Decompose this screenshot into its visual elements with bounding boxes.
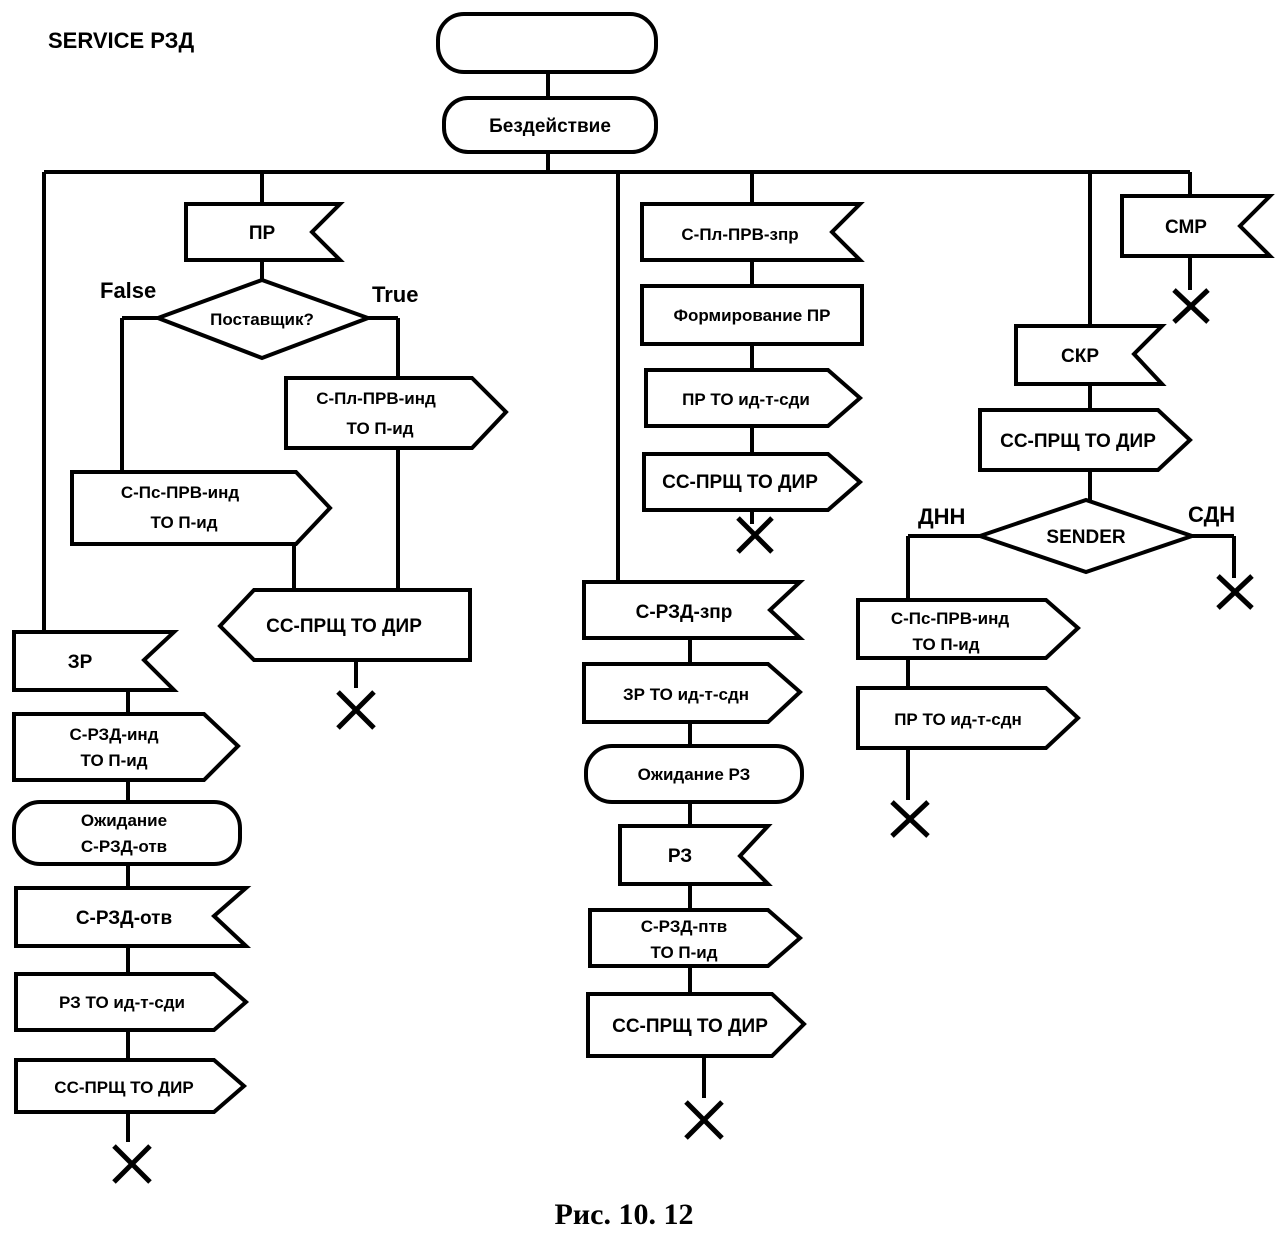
input-signal-c-rzd-zpr: С-РЗД-зпр: [582, 580, 806, 640]
input-signal-smr-label: СМР: [1165, 217, 1207, 238]
output-ss-prsch-dir-right-label: СС-ПРЩ ТО ДИР: [1000, 431, 1156, 452]
output-c-ps-prv-ind-left-line1: С-Пс-ПРВ-инд: [121, 483, 239, 502]
decision-supplier: Поставщик?: [152, 277, 374, 361]
state-wait-rzd-otv-line1: Ожидание: [81, 811, 167, 830]
branch-false-label: False: [100, 278, 156, 303]
output-ss-prsch-dir-c4-label: СС-ПРЩ ТО ДИР: [612, 1016, 768, 1037]
output-signal-c-pl-prv-ind: С-Пл-ПРВ-инд ТО П-ид: [284, 376, 509, 450]
decision-supplier-label: Поставщик?: [210, 310, 314, 329]
output-c-pl-prv-ind-line1: С-Пл-ПРВ-инд: [316, 389, 436, 408]
output-signal-ss-prsch-dir-left: СС-ПРЩ ТО ДИР: [14, 1058, 248, 1114]
task-form-pr: Формирование ПР: [640, 284, 864, 346]
decision-sender-label: SENDER: [1046, 527, 1125, 548]
decision-sender: SENDER: [973, 497, 1199, 575]
stop-dnn: [890, 800, 930, 838]
input-signal-rz: РЗ: [618, 824, 773, 886]
output-ss-prsch-dir-left-label: СС-ПРЩ ТО ДИР: [54, 1078, 193, 1097]
output-c-ps-prv-ind-right-line2: ТО П-ид: [912, 635, 979, 654]
state-wait-rzd-otv-line2: С-РЗД-отв: [81, 837, 167, 856]
idle-state-label: Бездействие: [489, 116, 611, 137]
output-c-rzd-ind-line1: С-РЗД-инд: [70, 725, 159, 744]
input-signal-smr: СМР: [1120, 194, 1275, 258]
input-signal-c-rzd-otv-label: С-РЗД-отв: [76, 908, 172, 929]
output-signal-c-rzd-ptv: С-РЗД-птв ТО П-ид: [588, 908, 804, 968]
output-signal-rz-to-id: РЗ ТО ид-т-сди: [14, 972, 250, 1032]
branch-true-label: True: [372, 282, 418, 307]
output-signal-pr-to-id-t: ПР ТО ид-т-сди: [644, 368, 864, 428]
output-c-rzd-ptv-line1: С-РЗД-птв: [641, 917, 728, 936]
output-rz-to-id-label: РЗ ТО ид-т-сди: [59, 993, 185, 1012]
input-signal-rz-label: РЗ: [668, 846, 692, 867]
start-state: [436, 12, 658, 74]
figure-caption: Рис. 10. 12: [555, 1198, 694, 1231]
input-c-rzd-zpr-label: С-РЗД-зпр: [636, 602, 733, 623]
input-signal-skr: СКР: [1014, 324, 1167, 386]
output-pr-to-id-t-label: ПР ТО ид-т-сди: [682, 390, 810, 409]
connectors: [42, 72, 1236, 1142]
output-c-ps-prv-ind-left-line2: ТО П-ид: [150, 513, 217, 532]
output-c-rzd-ind-line2: ТО П-ид: [80, 751, 147, 770]
stop-col4: [684, 1100, 724, 1140]
output-signal-c-ps-prv-ind-right: С-Пс-ПРВ-инд ТО П-ид: [856, 598, 1081, 660]
stop-col3: [736, 516, 774, 554]
output-signal-ss-prsch-dir-c4: СС-ПРЩ ТО ДИР: [586, 992, 807, 1058]
input-c-pl-prv-zpr-label: С-Пл-ПРВ-зпр: [681, 225, 798, 244]
state-wait-rz: Ожидание РЗ: [584, 744, 804, 804]
input-signal-pr: ПР: [184, 202, 345, 262]
input-signal-zr-label: ЗР: [68, 652, 93, 673]
output-signal-ss-prsch-dir-c3: СС-ПРЩ ТО ДИР: [642, 452, 864, 512]
input-signal-pr-label: ПР: [249, 223, 276, 244]
output-signal-ss-prsch-dir-mid: СС-ПРЩ ТО ДИР: [217, 588, 472, 662]
stop-sdn: [1216, 574, 1254, 610]
output-signal-c-rzd-ind: С-РЗД-инд ТО П-ид: [12, 712, 241, 782]
output-signal-ss-prsch-dir-right: СС-ПРЩ ТО ДИР: [978, 408, 1193, 472]
output-c-pl-prv-ind-line2: ТО П-ид: [346, 419, 413, 438]
output-c-rzd-ptv-line2: ТО П-ид: [650, 943, 717, 962]
input-signal-c-rzd-otv: С-РЗД-отв: [14, 886, 252, 948]
diagram-title: SERVICE РЗД: [48, 28, 194, 53]
output-ss-prsch-dir-mid-label: СС-ПРЩ ТО ДИР: [266, 616, 422, 637]
input-signal-skr-label: СКР: [1061, 346, 1099, 367]
output-signal-zr-to-id: ЗР ТО ид-т-сдн: [582, 662, 803, 724]
stop-col2: [336, 690, 376, 730]
output-pr-to-id-sdn-label: ПР ТО ид-т-сдн: [894, 710, 1022, 729]
stop-smr: [1172, 288, 1210, 324]
output-c-ps-prv-ind-right-line1: С-Пс-ПРВ-инд: [891, 609, 1009, 628]
branch-sdn-label: СДН: [1188, 502, 1235, 527]
output-ss-prsch-dir-c3-label: СС-ПРЩ ТО ДИР: [662, 472, 818, 493]
output-zr-to-id-label: ЗР ТО ид-т-сдн: [623, 685, 749, 704]
branch-dnn-label: ДНН: [918, 504, 965, 529]
state-wait-rz-label: Ожидание РЗ: [638, 765, 751, 784]
idle-state: Бездействие: [442, 96, 658, 154]
task-form-pr-label: Формирование ПР: [674, 306, 831, 325]
input-signal-zr: ЗР: [12, 630, 180, 692]
output-signal-pr-to-id-sdn: ПР ТО ид-т-сдн: [856, 686, 1081, 750]
stop-col1: [112, 1144, 152, 1184]
input-signal-c-pl-prv-zpr: С-Пл-ПРВ-зпр: [640, 202, 865, 262]
state-wait-rzd-otv: Ожидание С-РЗД-отв: [12, 800, 242, 866]
output-signal-c-ps-prv-ind-left: С-Пс-ПРВ-инд ТО П-ид: [70, 470, 333, 546]
